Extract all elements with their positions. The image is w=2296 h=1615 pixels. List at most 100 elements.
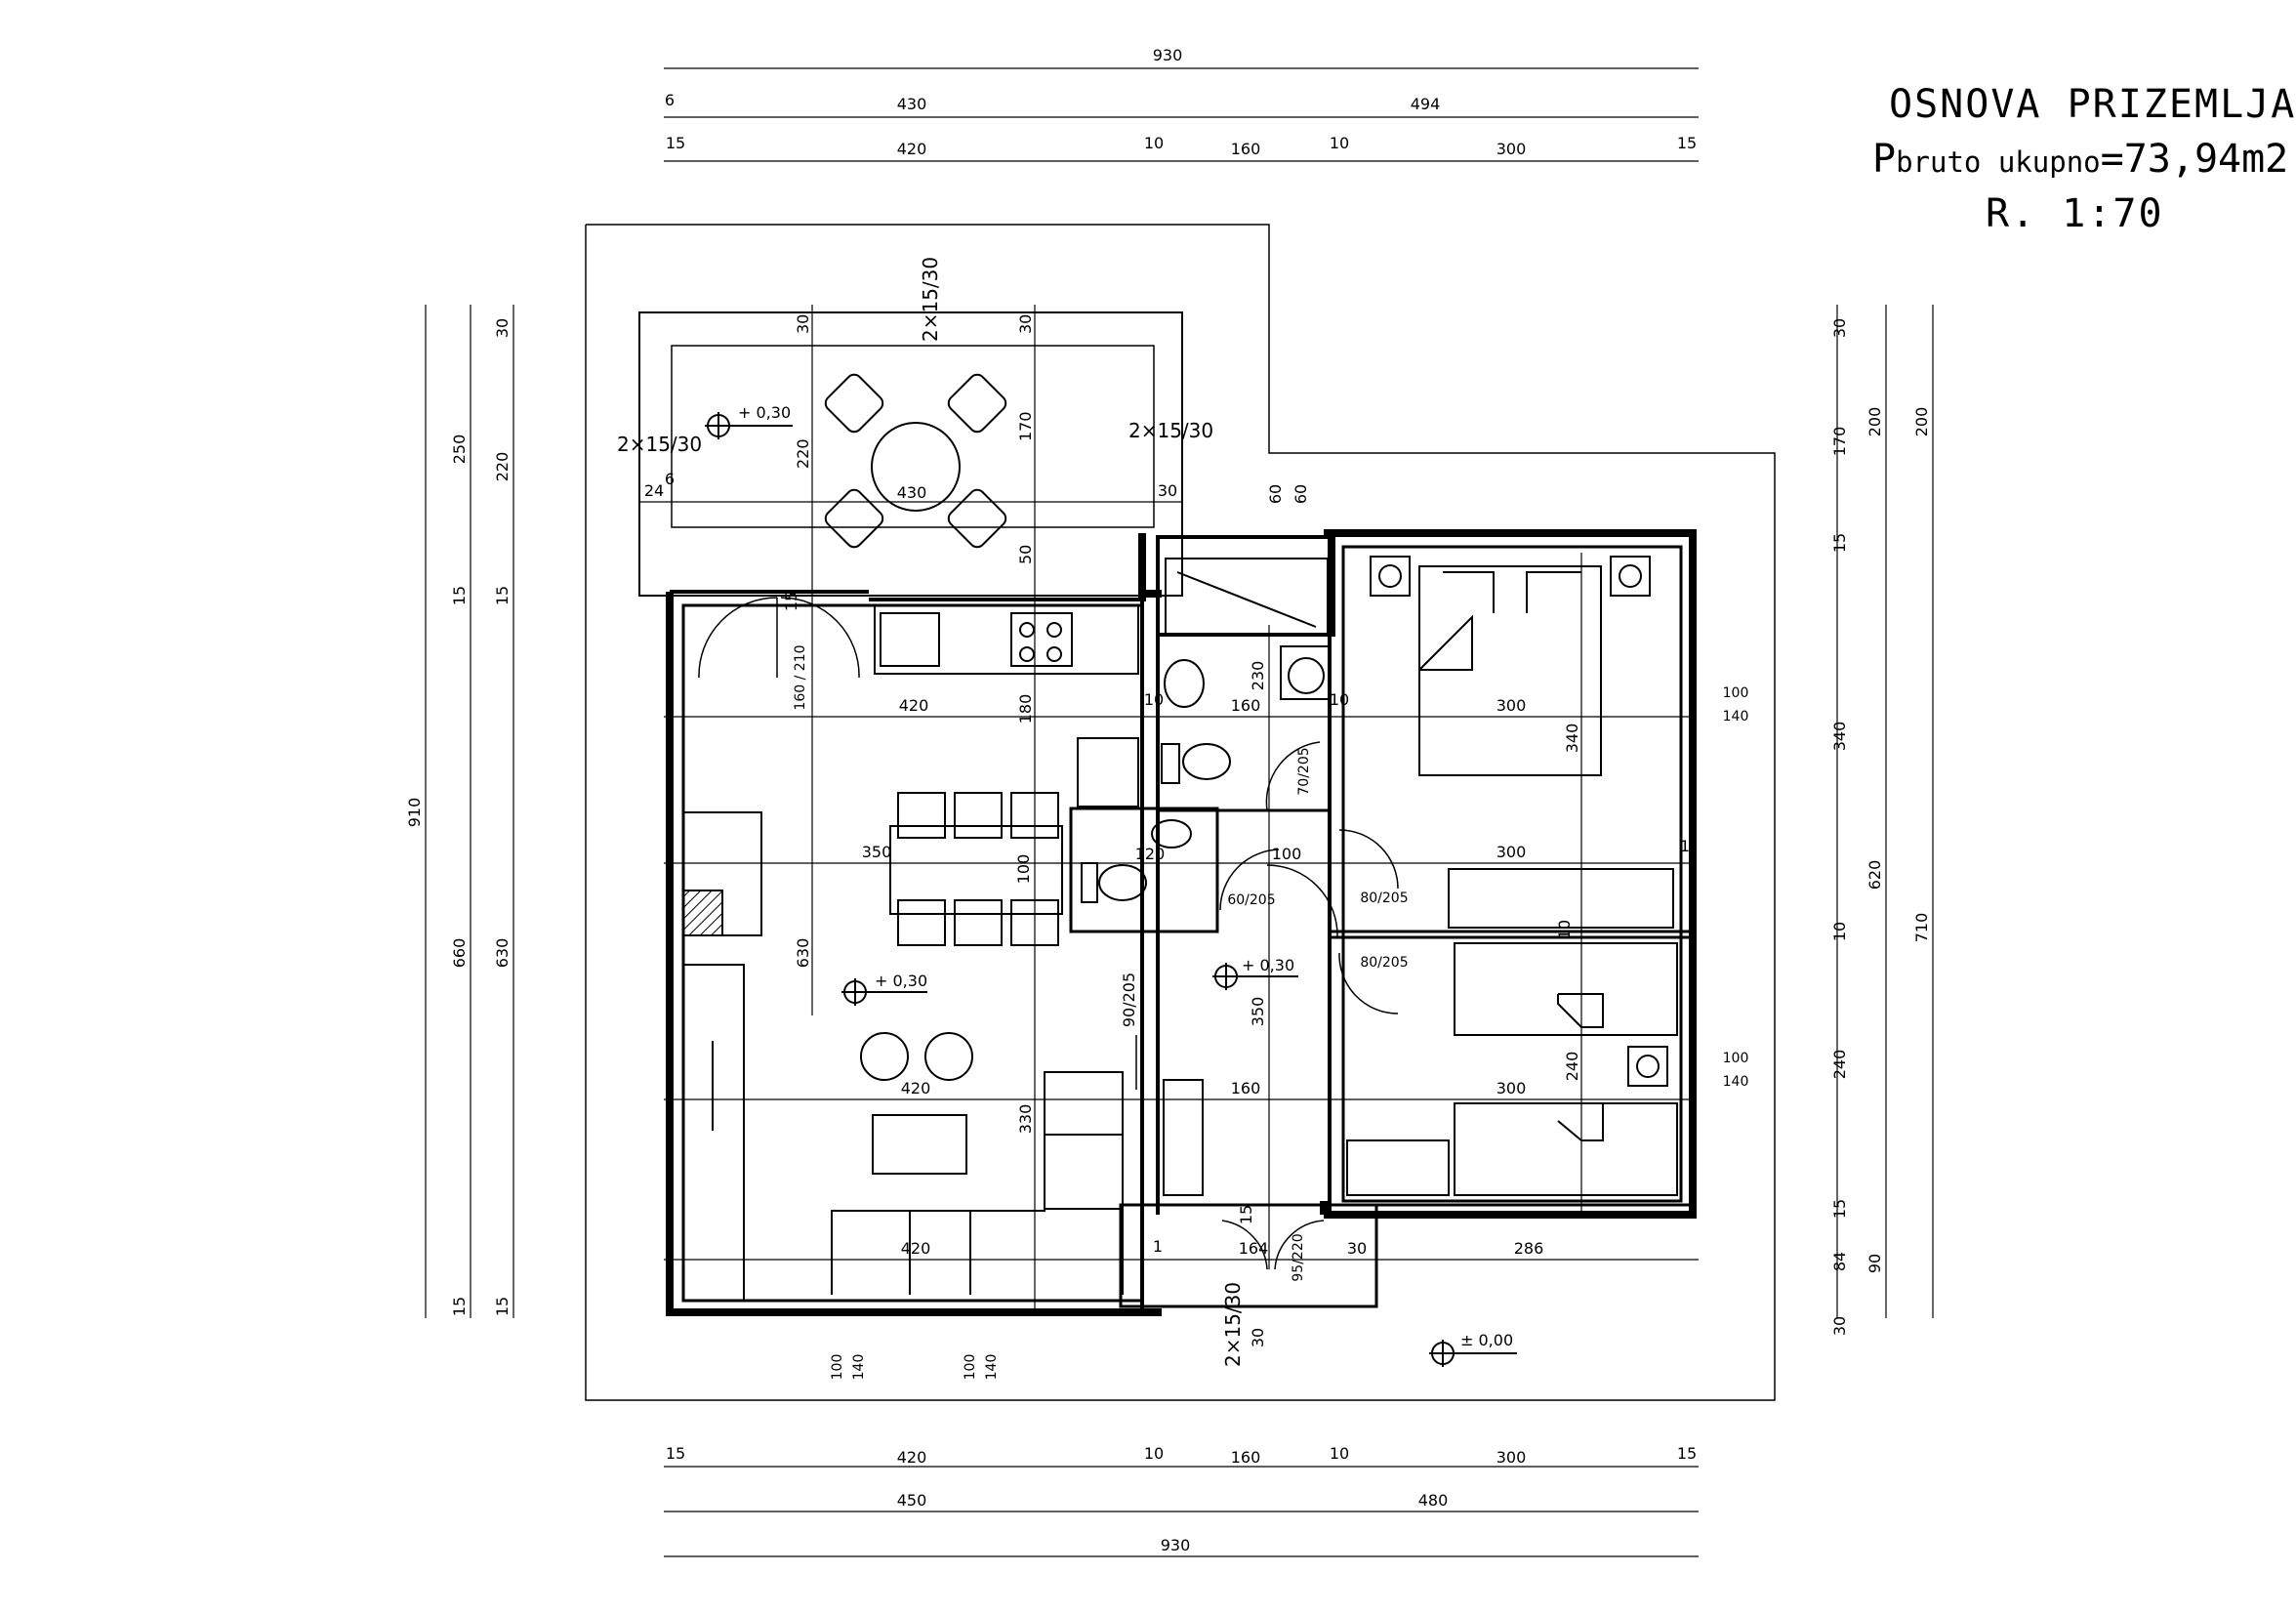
dim-right-col2-2: 90 (1866, 1254, 1884, 1273)
lbl-30: 95/220 (1291, 1233, 1306, 1281)
lbl-6: 630 (794, 938, 812, 969)
lbl-16: 230 (1249, 661, 1267, 691)
dim-left-col3-1: 220 (493, 452, 512, 482)
win-7: 140 (984, 1354, 1000, 1381)
dim-bot-row1-5: 300 (1496, 1448, 1527, 1467)
lbl-28: 10 (1555, 920, 1574, 939)
lbl-36: 60 (1292, 484, 1310, 504)
dim-top-row3-1: 420 (897, 140, 927, 158)
lbl-21: 300 (1496, 843, 1527, 861)
dim-bot-row2-1: 480 (1418, 1491, 1449, 1510)
terrace-labels: + 0,30 2×15/30 2×15/30 2×15/30 30 30 220… (617, 257, 1213, 564)
dim-top-row2-2: 494 (1411, 95, 1441, 113)
dim-top-row3-3: 160 (1231, 140, 1261, 158)
dim-right-col1-0: 30 (1830, 318, 1849, 338)
terrace-level: + 0,30 (738, 403, 791, 422)
dim-right-col2-0: 200 (1866, 407, 1884, 437)
dim-right-col1-2: 15 (1830, 533, 1849, 553)
lbl-19: 300 (1496, 696, 1527, 715)
dim-right-col1-7: 84 (1830, 1252, 1849, 1271)
dim-bot-overall: 930 (1161, 1536, 1191, 1554)
lbl-9: 420 (901, 1239, 931, 1258)
lbl-4: 350 (862, 843, 892, 861)
lbl-18: 10 (1330, 690, 1349, 709)
right-dimension-text: 30 170 15 340 10 240 15 84 30 200 620 90… (1830, 318, 1931, 1336)
lbl-22: 80/205 (1360, 890, 1408, 906)
win-1: 140 (1723, 709, 1749, 725)
dim-bot-row1-2: 10 (1144, 1444, 1164, 1463)
furniture (682, 556, 1678, 1302)
lbl-32: 286 (1514, 1239, 1544, 1258)
lbl-34: 30 (1249, 1328, 1267, 1347)
lbl-7: 420 (901, 1079, 931, 1097)
lbl-26: 300 (1496, 1079, 1527, 1097)
dim-right-col1-3: 340 (1830, 722, 1849, 752)
door-swings (698, 597, 1399, 1270)
terrace-dim-8: 50 (1016, 545, 1035, 564)
lbl-0: 420 (899, 696, 929, 715)
lbl-1: 180 (1016, 694, 1035, 725)
dim-right-col1-6: 15 (1830, 1199, 1849, 1219)
dim-right-col1-8: 30 (1830, 1316, 1849, 1336)
lbl-14: 70/205 (1296, 747, 1312, 795)
terrace-dim-5: 24 (644, 481, 664, 500)
dim-left-col3-0: 30 (493, 318, 512, 338)
dim-left-col3-4: 15 (493, 1297, 512, 1316)
dim-left-col2-1: 15 (450, 586, 469, 605)
living-level: + 0,30 (875, 972, 927, 990)
terrace-dim-7: 30 (1158, 481, 1177, 500)
level-markers (705, 412, 1517, 1367)
lbl-11: 120 (1135, 845, 1166, 863)
lbl-31: 30 (1347, 1239, 1367, 1258)
dim-bot-row2-0: 450 (897, 1491, 927, 1510)
lbl-5: 100 (1014, 854, 1033, 885)
dim-top-row3-4: 10 (1330, 134, 1349, 152)
lbl-25: 160 (1231, 1079, 1261, 1097)
top-dimension-text: 930 6 430 494 15 420 10 160 10 300 15 (665, 46, 1697, 158)
lbl-23: 80/205 (1360, 955, 1408, 971)
dim-left-col3-3: 630 (493, 938, 512, 969)
lbl-37: 1 (1680, 837, 1690, 855)
win-2: 100 (1723, 1051, 1749, 1066)
lbl-24: 350 (1249, 997, 1267, 1027)
hall-level: + 0,30 (1242, 956, 1294, 974)
terrace-steps-top: 2×15/30 (919, 257, 942, 342)
lbl-17: 10 (1144, 690, 1164, 709)
win-3: 140 (1723, 1074, 1749, 1090)
lbl-29: 164 (1239, 1239, 1269, 1258)
dim-top-row2-0: 6 (665, 91, 675, 109)
win-6: 100 (963, 1354, 978, 1381)
lbl-33: 15 (1237, 1205, 1255, 1224)
lbl-3: 15 (782, 592, 800, 611)
dim-top-row2-1: 430 (897, 95, 927, 113)
interior-labels: + 0,30 + 0,30 ± 0,00 2×15/30 420 180 160… (782, 484, 1690, 1367)
win-5: 140 (851, 1354, 867, 1381)
lbl-10: 90/205 (1120, 973, 1138, 1027)
dim-left-col2-3: 15 (450, 1297, 469, 1316)
lbl-35: 60 (1266, 484, 1285, 504)
entry-steps: 2×15/30 (1221, 1282, 1245, 1367)
dim-left-overall: 910 (405, 798, 424, 828)
dim-right-col3-0: 200 (1912, 407, 1931, 437)
lbl-2: 160 / 210 (793, 644, 808, 710)
terrace-steps-left: 2×15/30 (617, 433, 702, 456)
lbl-13: 100 (1272, 845, 1302, 863)
dim-left-col3-2: 15 (493, 586, 512, 605)
dim-bot-row1-0: 15 (666, 1444, 685, 1463)
lbl-20: 340 (1563, 724, 1581, 754)
dim-bot-row1-6: 15 (1677, 1444, 1697, 1463)
dim-right-col1-1: 170 (1830, 427, 1849, 457)
dim-top-overall: 930 (1153, 46, 1183, 64)
dim-bot-row1-1: 420 (897, 1448, 927, 1467)
dim-right-col1-4: 10 (1830, 922, 1849, 941)
win-4: 100 (830, 1354, 845, 1381)
terrace-dim-2: 220 (794, 438, 812, 469)
dim-top-row3-6: 15 (1677, 134, 1697, 152)
terrace-dim-0: 30 (794, 314, 812, 334)
lbl-15: 160 (1231, 696, 1261, 715)
lbl-27: 240 (1563, 1052, 1581, 1082)
left-dimension-text: 910 250 15 660 15 30 220 15 630 15 (405, 318, 512, 1316)
dim-right-col1-5: 240 (1830, 1050, 1849, 1080)
lbl-12: 60/205 (1227, 892, 1275, 908)
